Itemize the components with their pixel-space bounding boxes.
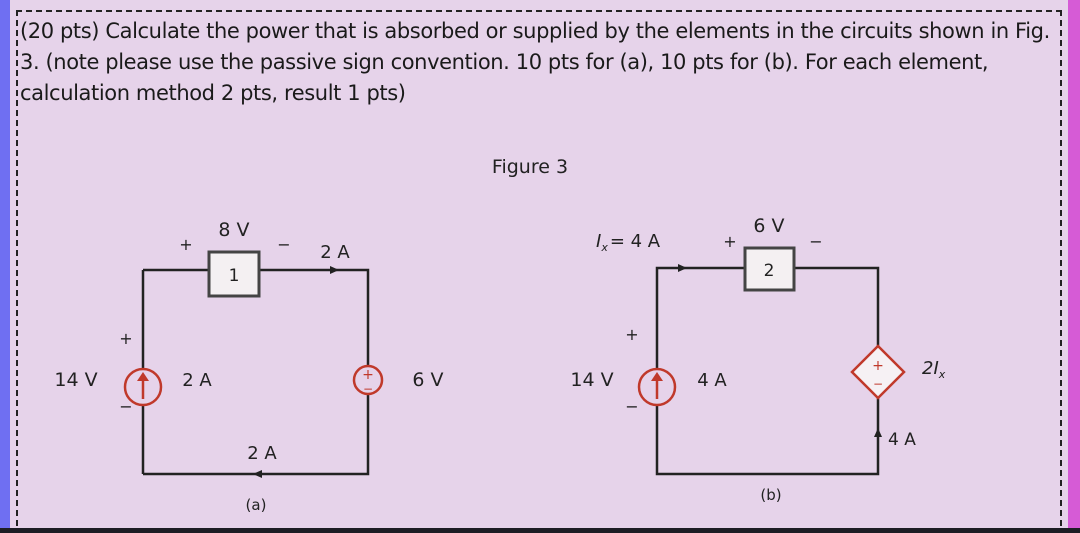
top-current-label: 2 A: [320, 242, 350, 263]
circuit-a: [141, 268, 370, 476]
ix-current-arrow-icon: [678, 264, 687, 272]
box-element-2: [743, 246, 796, 292]
source-b-current: 4 A: [697, 370, 727, 391]
source-a-current: 2 A: [182, 370, 212, 391]
circuit-b-caption: (b): [760, 486, 781, 504]
question-line-1: (20 pts) Calculate the power that is abs…: [20, 19, 1050, 43]
source-b-minus: −: [625, 397, 638, 416]
question-line-3: calculation method 2 pts, result 1 pts): [20, 81, 406, 105]
dependent-voltage-source: [850, 344, 906, 400]
vsource-a-minus: −: [363, 382, 373, 396]
wire-a-bottom: [143, 393, 370, 476]
box-1-minus: −: [277, 235, 290, 254]
question-text: (20 pts) Calculate the power that is abs…: [20, 16, 1050, 109]
dep-source-label: 2Ix: [922, 358, 946, 381]
dashed-frame: [16, 10, 1062, 526]
source-b-voltage: 14 V: [570, 369, 613, 391]
top-current-arrow-icon: [330, 266, 339, 274]
vsource-a-voltage: 6 V: [412, 369, 443, 391]
box-1-voltage: 8 V: [218, 219, 249, 241]
wire-b-left-top: [655, 266, 745, 370]
dep-current-label: 4 A: [888, 430, 916, 450]
circuit-a-caption: (a): [246, 496, 267, 514]
source-a-plus: +: [119, 329, 132, 348]
source-b-plus: +: [625, 325, 638, 344]
voltage-source-a: [352, 364, 384, 396]
source-b-arrow-icon: [651, 372, 663, 381]
bottom-current-arrow-icon: [253, 470, 262, 478]
wire-a-top-right: [259, 268, 370, 367]
dep-source-plus: +: [872, 358, 884, 374]
circuit-b: [655, 266, 880, 476]
vsource-a-plus: +: [362, 367, 374, 383]
source-a-voltage: 14 V: [54, 369, 97, 391]
bottom-bar: [0, 528, 1080, 533]
wire-b-right-top: [794, 266, 880, 346]
current-source-b: [637, 367, 677, 407]
figure-title: Figure 3: [492, 156, 568, 178]
source-a-arrow-icon: [137, 372, 149, 381]
dep-source-minus: −: [873, 377, 883, 391]
ix-label: Ix= 4 A: [596, 231, 661, 254]
box-2-voltage: 6 V: [753, 215, 784, 237]
source-a-minus: −: [119, 397, 132, 416]
box-2-plus: +: [723, 232, 736, 251]
box-2-minus: −: [809, 232, 822, 251]
left-color-stripe: [0, 0, 10, 533]
right-color-stripe: [1068, 0, 1080, 533]
box-2-label: 2: [764, 261, 775, 281]
box-1-label: 1: [229, 266, 240, 286]
box-element-1: [207, 250, 261, 298]
dep-current-arrow-icon: [874, 428, 882, 437]
question-line-2: 3. (note please use the passive sign con…: [20, 50, 989, 74]
bottom-current-label: 2 A: [247, 443, 277, 464]
current-source-a: [123, 367, 163, 407]
box-1-plus: +: [179, 235, 192, 254]
wire-b-bottom: [655, 398, 880, 476]
